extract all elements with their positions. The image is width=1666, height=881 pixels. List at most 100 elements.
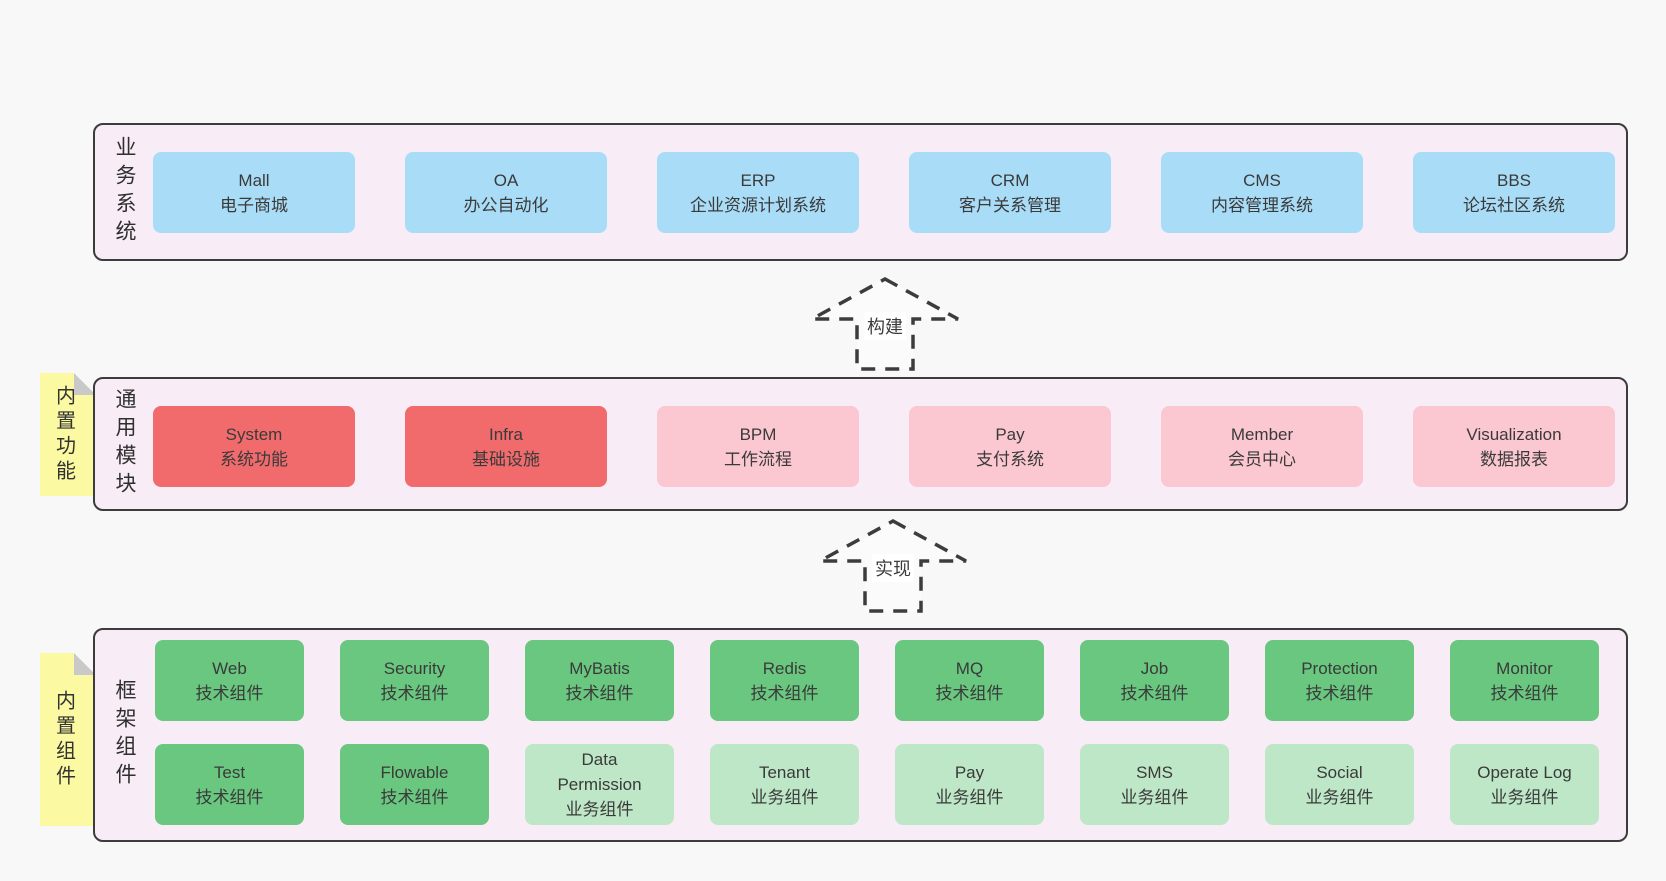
box-name: Social (1316, 762, 1363, 782)
box-name: OA (493, 170, 519, 190)
common-modules-row: System 系统功能 Infra 基础设施 BPM 工作流程 Pay 支付系统… (153, 406, 1626, 487)
box-name: CMS (1243, 170, 1281, 190)
box-desc: 技术组件 (380, 683, 449, 703)
box-name: Test (213, 762, 246, 782)
common-modules-layer: 通用模块 System 系统功能 Infra 基础设施 BPM 工作流程 Pay… (93, 377, 1628, 511)
box-name: ERP (740, 170, 776, 190)
box-desc: 业务组件 (935, 787, 1004, 807)
box-name: Mall (238, 170, 270, 190)
business-systems-layer: 业务系统 Mall 电子商城 OA 办公自动化 ERP 企业资源计划系统 CRM… (93, 123, 1628, 261)
box-erp: ERP 企业资源计划系统 (657, 152, 859, 233)
box-desc: 电子商城 (220, 195, 288, 215)
box-name: MyBatis (569, 658, 630, 678)
box-mall: Mall 电子商城 (153, 152, 355, 233)
box-desc: 业务组件 (750, 787, 819, 807)
arrow-implement-label: 实现 (872, 554, 914, 582)
layer-label-business-systems: 业务系统 (113, 136, 136, 248)
box-bpm: BPM 工作流程 (657, 406, 859, 487)
box-desc: 基础设施 (472, 449, 540, 469)
box-web: Web 技术组件 (155, 640, 304, 721)
business-systems-row: Mall 电子商城 OA 办公自动化 ERP 企业资源计划系统 CRM 客户关系… (153, 152, 1626, 233)
box-pay-business: Pay 业务组件 (895, 744, 1044, 825)
box-name: Flowable (380, 762, 449, 782)
box-name: Protection (1301, 658, 1378, 678)
box-desc: 内容管理系统 (1211, 195, 1313, 215)
box-name: MQ (955, 658, 984, 678)
sticky-note-built-in-functions: 内置功能 (40, 373, 96, 496)
sticky-note-text: 内置组件 (52, 689, 75, 790)
box-flowable: Flowable 技术组件 (340, 744, 489, 825)
box-data-permission: Data Permission 业务组件 (525, 744, 674, 825)
box-tenant: Tenant 业务组件 (710, 744, 859, 825)
box-name: BBS (1496, 170, 1532, 190)
box-name: Redis (762, 658, 807, 678)
box-desc: 客户关系管理 (959, 195, 1061, 215)
box-cms: CMS 内容管理系统 (1161, 152, 1363, 233)
box-desc: 业务组件 (1490, 787, 1559, 807)
layer-label-framework-components: 框架组件 (113, 679, 136, 791)
box-test: Test 技术组件 (155, 744, 304, 825)
box-desc: 技术组件 (750, 683, 819, 703)
box-desc: 技术组件 (1120, 683, 1189, 703)
framework-components-layer: 框架组件 Web 技术组件 Security 技术组件 MyBatis 技术组件… (93, 628, 1628, 842)
box-desc: 技术组件 (935, 683, 1004, 703)
box-desc: 系统功能 (220, 449, 288, 469)
box-name: Tenant (758, 762, 811, 782)
sticky-note-built-in-components: 内置组件 (40, 653, 96, 826)
box-desc: 技术组件 (1305, 683, 1374, 703)
box-monitor: Monitor 技术组件 (1450, 640, 1599, 721)
framework-components-row-1: Web 技术组件 Security 技术组件 MyBatis 技术组件 Redi… (155, 640, 1626, 721)
box-desc: 论坛社区系统 (1463, 195, 1565, 215)
box-desc: 数据报表 (1480, 449, 1548, 469)
box-name: Member (1230, 424, 1294, 444)
box-name: Web (212, 658, 247, 678)
box-desc: 技术组件 (1490, 683, 1559, 703)
box-name: Security (383, 658, 446, 678)
box-crm: CRM 客户关系管理 (909, 152, 1111, 233)
box-name: Operate Log (1477, 762, 1572, 782)
box-job: Job 技术组件 (1080, 640, 1229, 721)
arrow-build-label: 构建 (864, 312, 906, 340)
box-visualization: Visualization 数据报表 (1413, 406, 1615, 487)
box-protection: Protection 技术组件 (1265, 640, 1414, 721)
layer-label-common-modules: 通用模块 (113, 388, 136, 500)
framework-components-row-2: Test 技术组件 Flowable 技术组件 Data Permission … (155, 744, 1626, 825)
box-name: Infra (488, 424, 524, 444)
box-name: Job (1140, 658, 1169, 678)
box-desc: 技术组件 (195, 683, 264, 703)
sticky-note-text: 内置功能 (52, 384, 75, 485)
box-pay: Pay 支付系统 (909, 406, 1111, 487)
box-sms: SMS 业务组件 (1080, 744, 1229, 825)
box-name: Visualization (1466, 424, 1562, 444)
box-desc: 业务组件 (565, 800, 634, 819)
box-name: CRM (990, 170, 1030, 190)
box-oa: OA 办公自动化 (405, 152, 607, 233)
box-mq: MQ 技术组件 (895, 640, 1044, 721)
box-name: BPM (739, 424, 777, 444)
box-operate-log: Operate Log 业务组件 (1450, 744, 1599, 825)
box-system: System 系统功能 (153, 406, 355, 487)
box-name: SMS (1136, 762, 1173, 782)
box-name: Pay (954, 762, 985, 782)
box-desc: 技术组件 (380, 787, 449, 807)
box-desc: 支付系统 (976, 449, 1044, 469)
box-security: Security 技术组件 (340, 640, 489, 721)
box-name: Pay (995, 424, 1025, 444)
box-desc: 企业资源计划系统 (690, 195, 826, 215)
box-desc: 办公自动化 (463, 195, 549, 215)
box-name: System (225, 424, 283, 444)
arrow-implement: 实现 (813, 518, 973, 614)
box-bbs: BBS 论坛社区系统 (1413, 152, 1615, 233)
box-desc: 业务组件 (1120, 787, 1189, 807)
box-social: Social 业务组件 (1265, 744, 1414, 825)
box-desc: 技术组件 (195, 787, 264, 807)
box-desc: 业务组件 (1305, 787, 1374, 807)
arrow-build: 构建 (805, 276, 965, 372)
box-redis: Redis 技术组件 (710, 640, 859, 721)
box-mybatis: MyBatis 技术组件 (525, 640, 674, 721)
box-desc: 工作流程 (724, 449, 792, 469)
box-infra: Infra 基础设施 (405, 406, 607, 487)
box-name: Monitor (1496, 658, 1553, 678)
box-member: Member 会员中心 (1161, 406, 1363, 487)
box-desc: 技术组件 (565, 683, 634, 703)
